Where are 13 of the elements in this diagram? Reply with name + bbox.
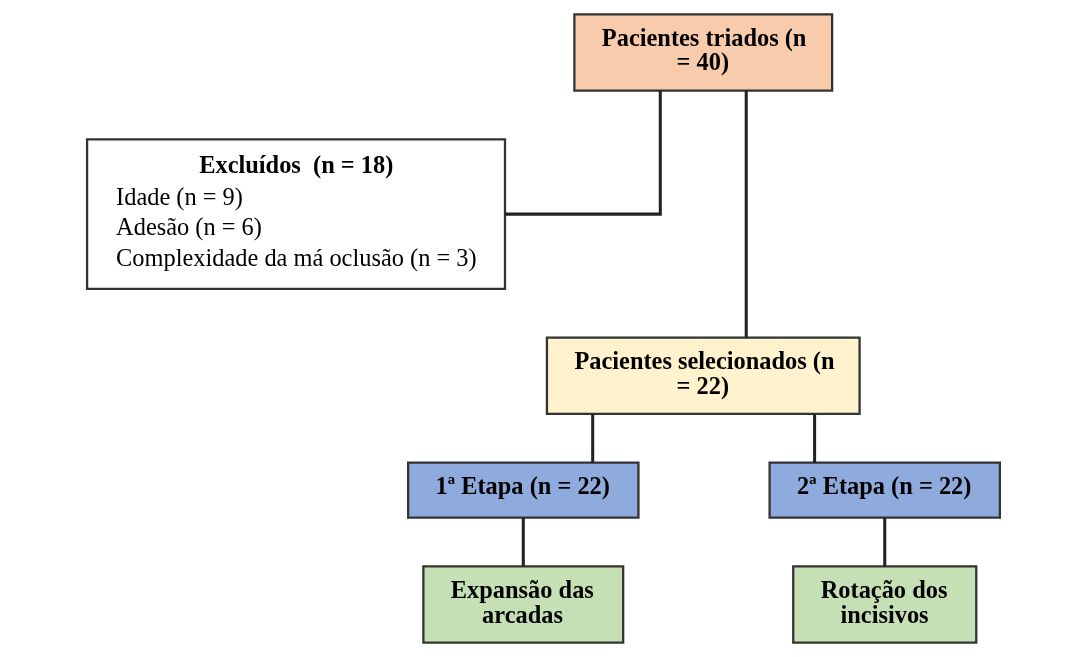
- connector: [744, 90, 748, 338]
- node-box: 2ª Etapa (n = 22): [767, 461, 1001, 519]
- node-box: Pacientes triados (n = 40): [572, 13, 833, 92]
- connector: [882, 517, 886, 567]
- node-box: Pacientes selecionados (n = 22): [545, 336, 861, 416]
- node-box: 1ª Etapa (n = 22): [406, 461, 640, 519]
- node-box: Rotação dos incisivos: [791, 565, 977, 644]
- connector: [521, 517, 525, 567]
- node-box: Excluídos (n = 18) Idade (n = 9) Adesão (n = 6) Complexidade da má oclusão (n = 3): [85, 138, 506, 290]
- connector: [504, 90, 662, 216]
- connector: [590, 414, 594, 463]
- connector: [812, 414, 816, 463]
- node-box: Expansão das arcadas: [421, 565, 624, 644]
